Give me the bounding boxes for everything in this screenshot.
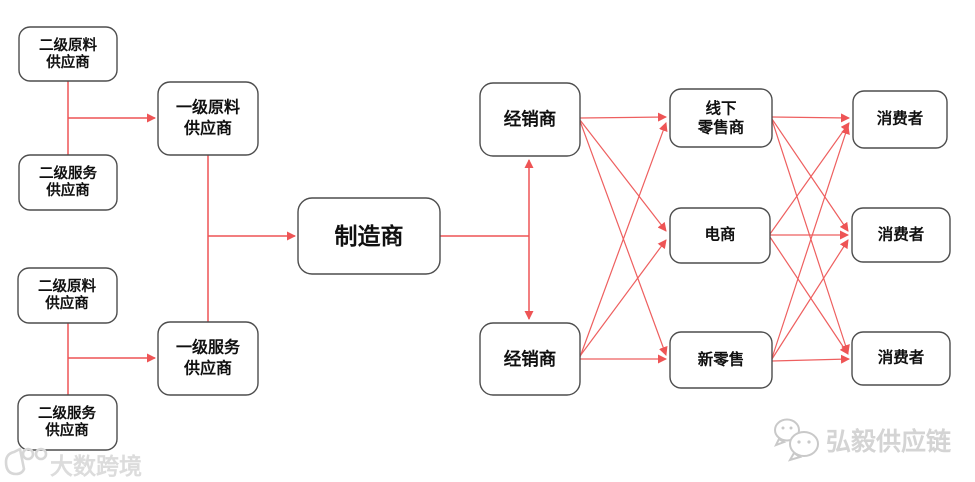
edge-dtop-offline (579, 112, 667, 122)
node-consumer-top: 消费者 (852, 90, 948, 149)
node-consumer-bottom: 消费者 (851, 331, 951, 386)
edge-dbot-offline (579, 122, 668, 358)
node-label: 线下 (705, 99, 736, 118)
node-tier2-service-top: 二级服务 供应商 (18, 154, 118, 211)
node-consumer-middle: 消费者 (851, 207, 951, 263)
node-label: 消费者 (878, 348, 925, 367)
node-box (297, 197, 441, 275)
node-label: 消费者 (878, 225, 925, 244)
edge-ecom-consumer1 (769, 122, 850, 235)
edge-offline-consumer3 (771, 119, 850, 354)
node-box (669, 88, 773, 148)
node-tier1-material: 一级原料 供应商 (157, 81, 259, 156)
edge-offline-consumer2 (771, 118, 849, 232)
node-box (18, 26, 118, 82)
node-label: 二级原料 (38, 277, 96, 295)
wechat-icon (773, 418, 819, 462)
edge-dtop-newretail (579, 120, 668, 356)
node-box (851, 331, 951, 386)
node-label: 经销商 (504, 109, 557, 129)
node-label: 电商 (704, 225, 735, 244)
node-label: 二级服务 (39, 164, 97, 182)
logo-text: 弘毅供应链 (826, 427, 951, 456)
node-label: 一级服务 (176, 338, 241, 357)
node-distributor-top: 经销商 (479, 82, 581, 157)
node-tier2-service-bottom: 二级服务 供应商 (17, 394, 118, 451)
node-tier1-service: 一级服务 供应商 (157, 321, 259, 396)
node-label: 一级原料 (176, 98, 240, 117)
node-offline-retailer: 线下 零售商 (669, 88, 773, 148)
node-label: 消费者 (877, 109, 924, 128)
node-tier2-material-top: 二级原料 供应商 (18, 26, 118, 82)
connector-lines (67, 81, 850, 395)
node-label: 零售商 (697, 118, 745, 137)
edge-dtop-ecommerce (579, 119, 667, 232)
edge-dbot-ecommerce (579, 239, 667, 357)
node-label: 经销商 (504, 349, 557, 369)
node-manufacturer: 制造商 (297, 197, 441, 275)
node-label: 供应商 (183, 359, 232, 378)
edge-newretail-consumer2 (771, 239, 849, 360)
watermark-logo-icon (4, 447, 48, 476)
node-box (157, 321, 259, 396)
node-label: 新零售 (698, 350, 745, 369)
node-label: 二级服务 (38, 404, 96, 422)
node-label: 制造商 (335, 223, 404, 249)
node-box (157, 81, 259, 156)
node-box (852, 90, 948, 149)
node-ecommerce: 电商 (669, 207, 771, 264)
node-box (17, 267, 118, 324)
node-box (669, 207, 771, 264)
node-label: 供应商 (44, 294, 89, 312)
watermark-text: 大数跨境 (50, 453, 142, 479)
edge-offline-consumer1 (771, 113, 850, 123)
node-box (669, 331, 773, 389)
edge-ecom-consumer3 (769, 236, 849, 355)
node-label: 供应商 (44, 421, 89, 439)
dashu-kuajing-watermark: 大数跨境 (4, 447, 142, 479)
node-label: 供应商 (183, 119, 232, 138)
node-label: 二级原料 (39, 36, 97, 54)
node-new-retail: 新零售 (669, 331, 773, 389)
node-label: 供应商 (45, 53, 90, 71)
hongyi-logo: 弘毅供应链 (773, 418, 951, 462)
node-box (17, 394, 118, 451)
edge-newretail-consumer1 (771, 125, 850, 359)
node-box (18, 154, 118, 211)
node-distributor-bottom: 经销商 (479, 322, 581, 396)
node-tier2-material-bottom: 二级原料 供应商 (17, 267, 118, 324)
node-label: 供应商 (45, 181, 90, 199)
edge-newretail-consumer3 (771, 354, 850, 364)
node-box (851, 207, 951, 263)
node-box (479, 322, 581, 396)
node-box (479, 82, 581, 157)
